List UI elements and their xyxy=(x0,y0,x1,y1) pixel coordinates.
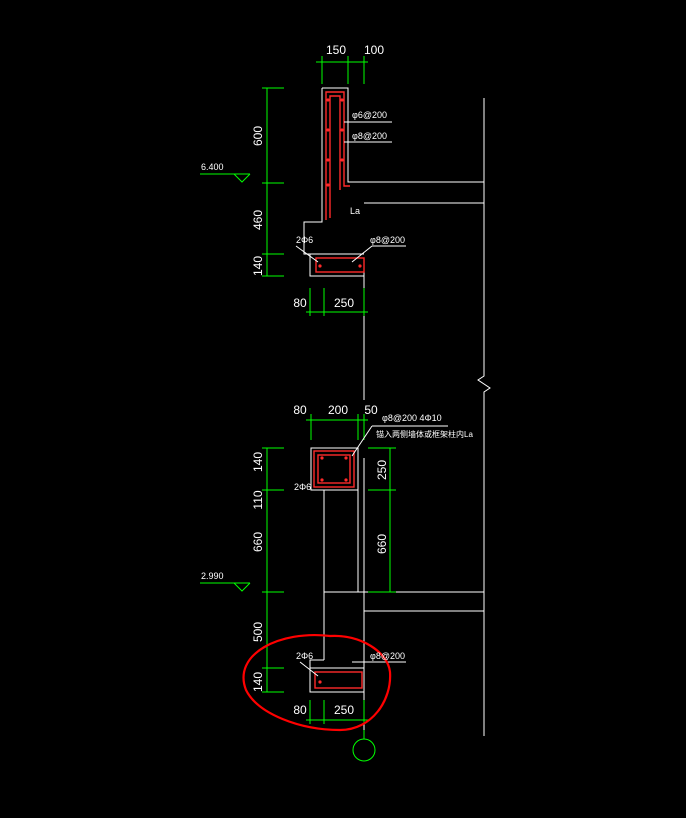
rebar-note-b3: φ8@200 xyxy=(370,651,405,661)
dim-left-b4: 500 xyxy=(251,622,265,642)
rebar-note-b1: φ8@200 4Φ10 xyxy=(382,413,442,423)
dim-top-b3: 50 xyxy=(364,403,378,417)
top-ledge-bar xyxy=(315,257,365,273)
top-stirrup-b xyxy=(329,95,341,218)
bottom-beam-stirrup xyxy=(313,450,355,488)
bottom-upper-beam xyxy=(310,447,359,491)
level-label-top: 6.400 xyxy=(201,162,224,172)
bottom-beam-stirrup-inner xyxy=(317,454,351,484)
dim-top-1: 150 xyxy=(326,43,346,57)
dim-top-b1: 80 xyxy=(293,403,307,417)
dim-left-b5: 140 xyxy=(251,672,265,692)
dim-bottom-b1: 80 xyxy=(293,703,307,717)
anchor-label: La xyxy=(350,206,360,216)
rebar-note-3: φ8@200 xyxy=(370,235,405,245)
dim-left-2: 460 xyxy=(251,210,265,230)
rebar-lines xyxy=(313,91,365,689)
dim-top-b2: 200 xyxy=(328,403,348,417)
dim-left-b2: 110 xyxy=(251,490,265,509)
dim-right-b2: 660 xyxy=(375,534,389,554)
structure-lines xyxy=(303,87,491,762)
bottom-ledge-outline xyxy=(309,659,364,693)
dim-bottom-b2: 250 xyxy=(334,703,354,717)
level-label-bottom: 2.990 xyxy=(201,571,224,581)
rebar-note-1: φ6@200 xyxy=(352,110,387,120)
bottom-ledge-bar xyxy=(314,671,363,689)
dim-left-b1: 140 xyxy=(251,452,265,472)
highlight-circle xyxy=(242,634,392,732)
rebar-note-2: φ8@200 xyxy=(352,131,387,141)
bar-label-b1: 2Φ6 xyxy=(294,482,311,492)
bar-label-top: 2Φ6 xyxy=(296,235,313,245)
dim-bottom-1: 80 xyxy=(293,296,307,310)
leader-lines xyxy=(295,121,448,677)
rebar-note-b2: 锚入两侧墙体或框架柱内La xyxy=(376,429,473,439)
dim-top-2: 100 xyxy=(364,43,384,57)
dimension-lines xyxy=(200,56,396,724)
dim-left-b3: 660 xyxy=(251,532,265,552)
top-beam-outline-a xyxy=(322,87,484,183)
wall-line-right xyxy=(477,98,491,736)
dim-right-b1: 250 xyxy=(375,460,389,480)
rebar-dots xyxy=(318,98,362,684)
dim-bottom-2: 250 xyxy=(334,296,354,310)
dim-left-1: 600 xyxy=(251,126,265,146)
bar-label-b2: 2Φ6 xyxy=(296,651,313,661)
dim-left-3: 140 xyxy=(251,256,265,276)
top-stirrup-a xyxy=(325,91,350,220)
